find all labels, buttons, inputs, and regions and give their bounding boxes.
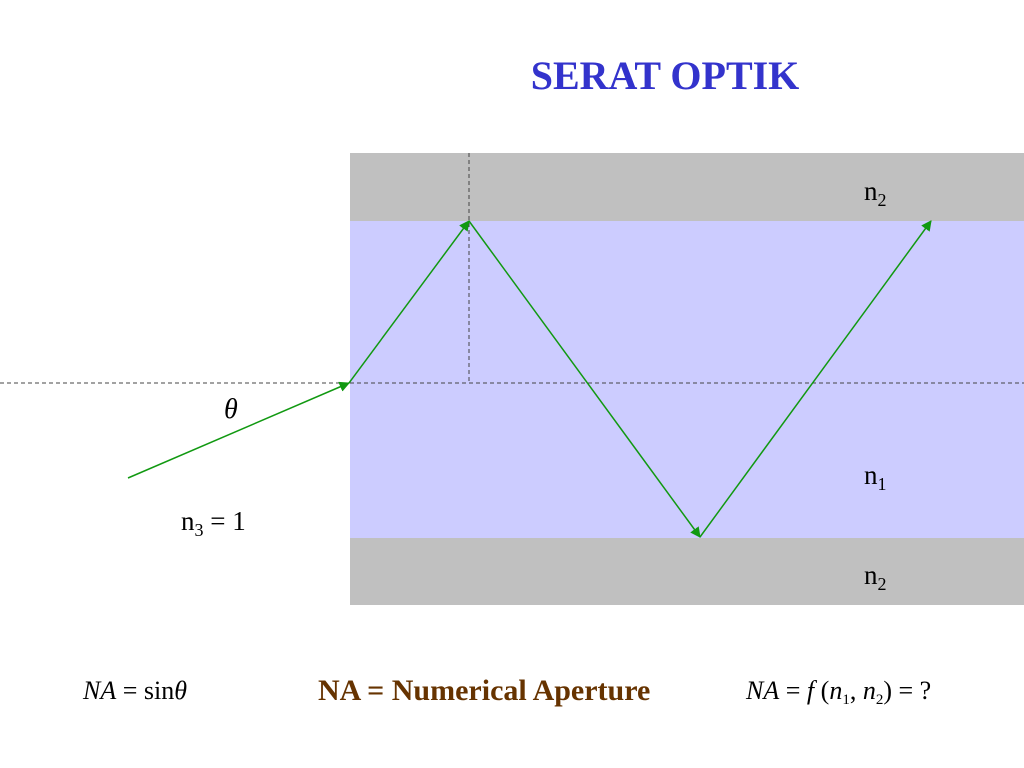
label-n2-top: n2 [864, 176, 887, 210]
label-n2-bottom: n2 [864, 560, 887, 594]
page-title: SERAT OPTIK [530, 53, 800, 98]
equation-na-sin: NA = sinθ [83, 676, 188, 705]
acceptance-angle-label: θ [224, 394, 238, 425]
reflected-ray-1 [468, 220, 701, 538]
na-definition: NA = Numerical Aperture [318, 674, 651, 707]
cladding-top [350, 153, 1024, 221]
cladding-bottom [350, 538, 1024, 605]
refracted-ray [348, 220, 470, 384]
incident-ray [127, 381, 350, 479]
fiber-core [350, 221, 1024, 538]
label-n3-outside: n3 = 1 [181, 506, 246, 540]
label-n1-core: n1 [864, 460, 887, 494]
equation-na-function: NA = f (n1, n2) = ? [746, 676, 932, 708]
reflected-ray-2 [699, 220, 932, 538]
